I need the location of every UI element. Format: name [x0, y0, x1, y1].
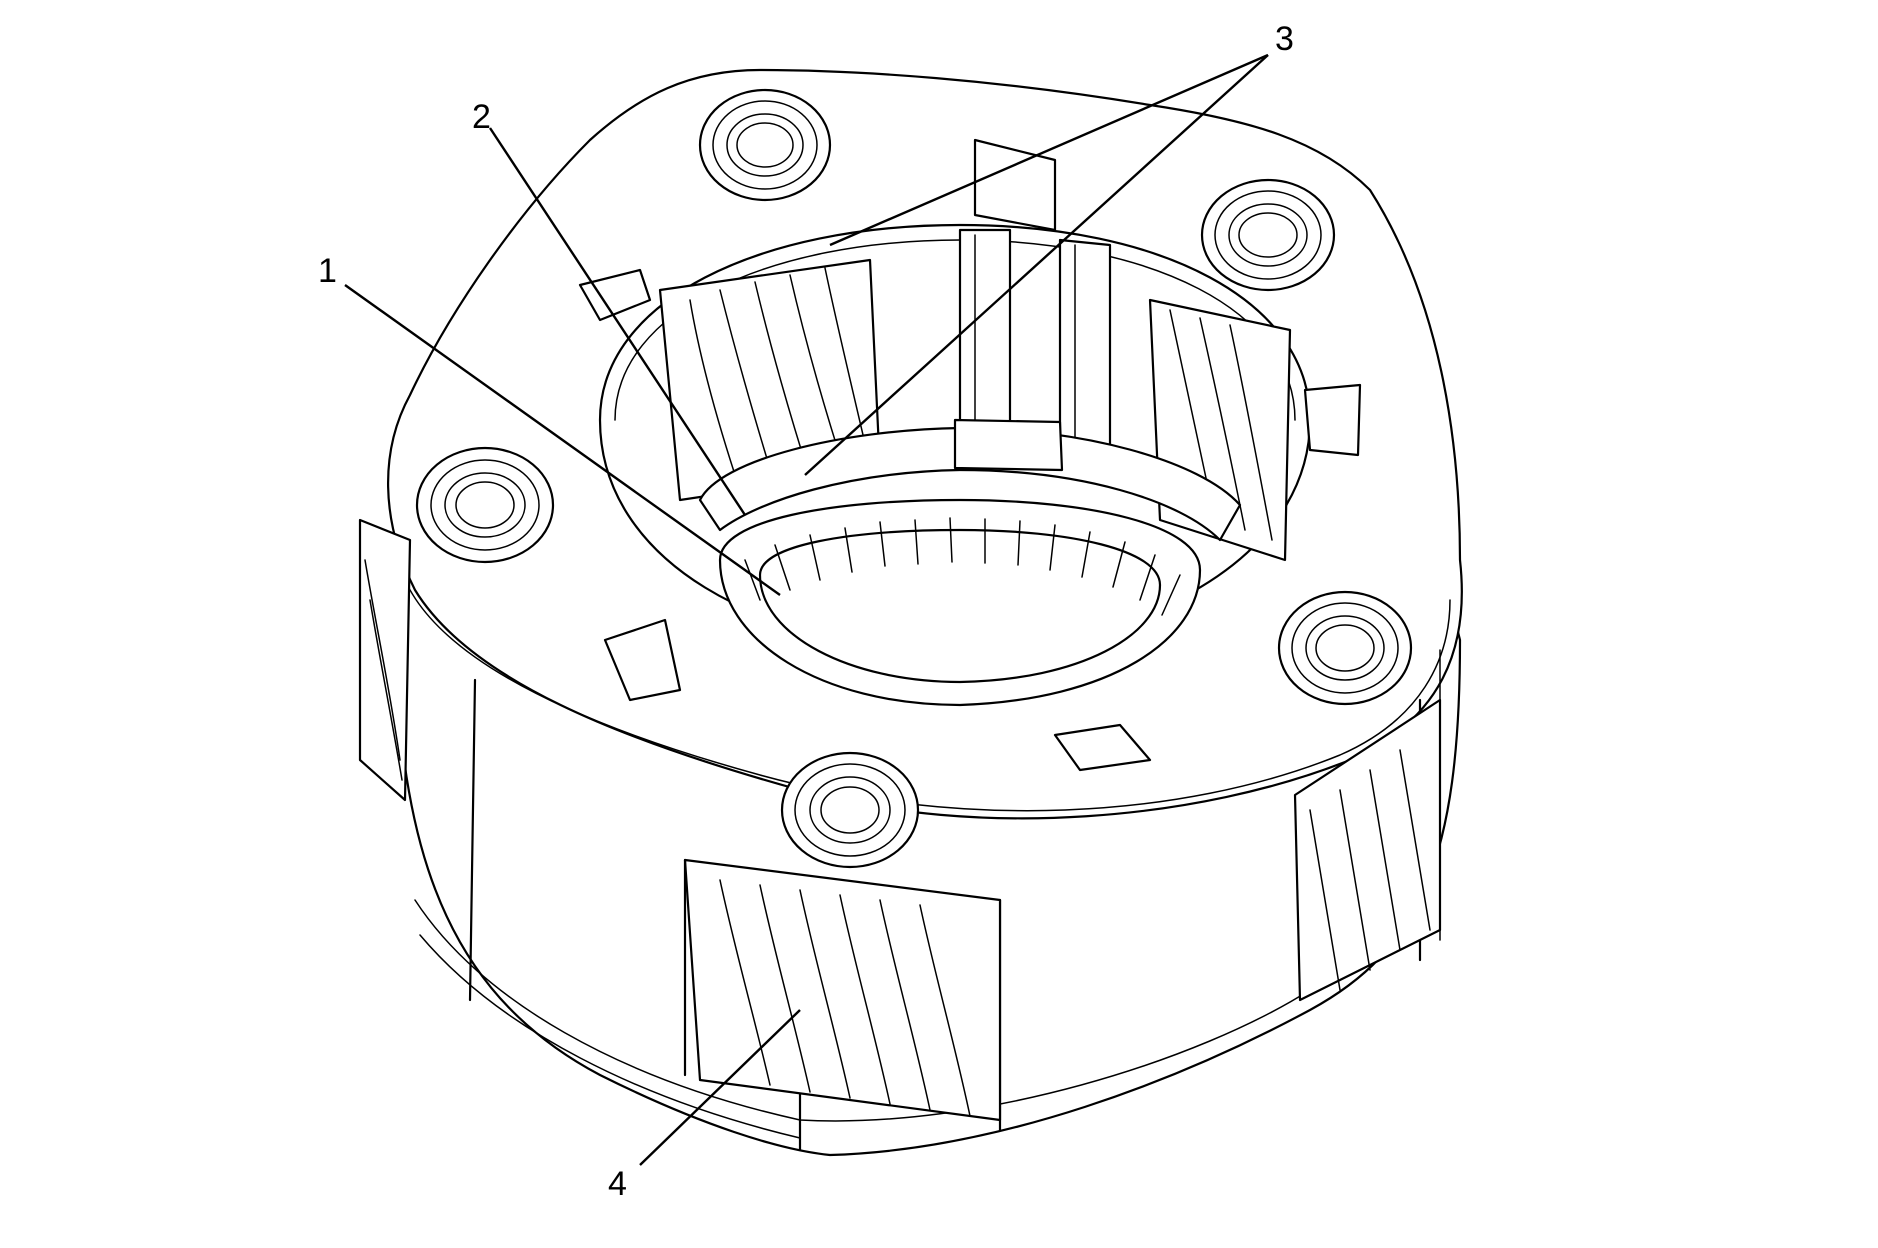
leader-3b — [804, 54, 1269, 476]
pinion-gear-front — [683, 858, 1002, 1122]
bolt-boss-bottom — [780, 751, 920, 869]
callout-3: 3 — [1275, 20, 1294, 58]
bolt-boss-right — [1277, 590, 1413, 706]
bolt-bosses — [415, 88, 1413, 869]
splined-hub — [718, 498, 1202, 707]
leader-4 — [639, 1009, 801, 1166]
bolt-boss-left — [415, 446, 555, 564]
leader-2 — [488, 127, 747, 516]
callout-1: 1 — [318, 252, 337, 290]
bolt-boss-top — [698, 88, 832, 202]
callout-2: 2 — [472, 98, 491, 136]
pinion-window-left — [358, 518, 412, 802]
leader-lines — [344, 53, 1269, 1166]
bolt-boss-upper-right — [1200, 178, 1336, 292]
pinion-gear-right — [1293, 698, 1442, 1002]
callouts: 1 2 3 4 — [318, 20, 1294, 1203]
leader-1 — [344, 284, 781, 596]
callout-4: 4 — [608, 1165, 627, 1203]
leader-3a — [829, 53, 1269, 247]
